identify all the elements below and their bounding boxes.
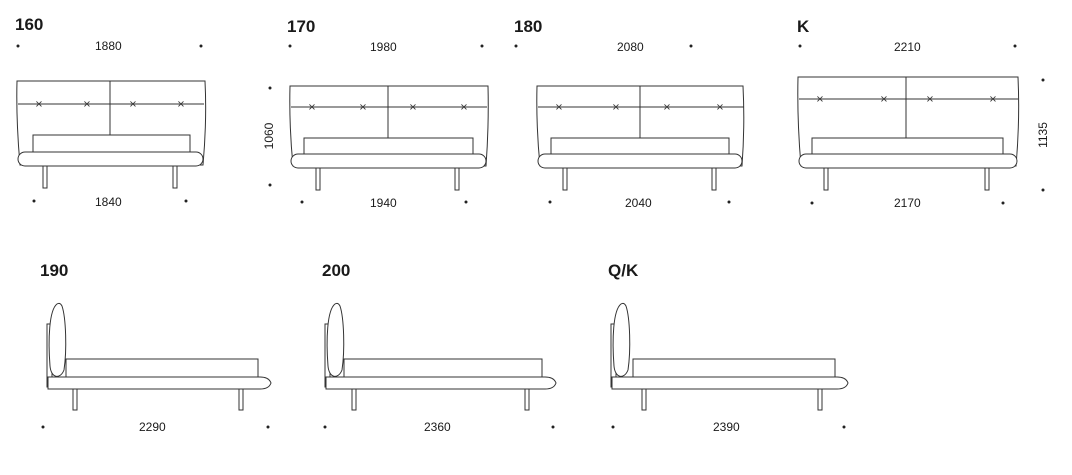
front-view-170: × × × × xyxy=(268,44,489,204)
bed-leg xyxy=(42,165,48,189)
dim-marker xyxy=(810,201,814,205)
dim-marker xyxy=(514,44,518,48)
mattress xyxy=(550,137,730,157)
headboard-cushion xyxy=(326,302,345,377)
bed-leg xyxy=(238,388,244,411)
tuft-mark: × xyxy=(555,102,563,113)
side-view-190 xyxy=(41,302,272,429)
bed-leg xyxy=(315,167,321,191)
bed-frame-base xyxy=(537,153,743,169)
tuft-mark: × xyxy=(926,94,934,105)
size-label-160: 160 xyxy=(15,15,44,34)
dim-marker xyxy=(551,425,555,429)
size-label-k: K xyxy=(797,17,810,36)
front-view-k: × × × × xyxy=(797,44,1045,205)
tuft-mark: × xyxy=(35,99,43,110)
tuft-mark: × xyxy=(129,99,137,110)
mattress xyxy=(303,137,474,157)
dim-marker xyxy=(268,86,272,90)
bed-leg xyxy=(823,167,829,191)
bed-leg xyxy=(524,388,530,411)
bed-leg xyxy=(454,167,460,191)
dim-marker xyxy=(41,425,45,429)
tuft-mark: × xyxy=(308,102,316,113)
dim-marker xyxy=(689,44,693,48)
side-view-qk xyxy=(610,302,849,429)
bed-leg xyxy=(641,388,647,411)
bed-frame-base xyxy=(611,376,849,390)
tuft-mark: × xyxy=(716,102,724,113)
tuft-mark: × xyxy=(989,94,997,105)
dim-marker xyxy=(1041,188,1045,192)
bed-frame-base xyxy=(325,376,557,390)
dim-marker xyxy=(32,199,36,203)
dim-marker xyxy=(184,199,188,203)
bed-frame-base xyxy=(798,153,1018,169)
dim-marker xyxy=(288,44,292,48)
mattress xyxy=(343,358,543,378)
dim-marker xyxy=(464,200,468,204)
bed-leg xyxy=(711,167,717,191)
dim-marker xyxy=(268,183,272,187)
dim-marker xyxy=(798,44,802,48)
tuft-mark: × xyxy=(663,102,671,113)
length-qk: 2390 xyxy=(713,420,740,434)
size-label-190: 190 xyxy=(40,261,69,280)
bed-leg xyxy=(351,388,357,411)
mattress xyxy=(632,358,836,378)
dim-marker xyxy=(548,200,552,204)
headboard-cushion xyxy=(48,302,67,377)
bed-leg xyxy=(72,388,78,411)
dim-marker xyxy=(1041,78,1045,82)
mattress xyxy=(65,358,259,378)
bed-frame-base xyxy=(17,151,204,167)
top-width-180: 2080 xyxy=(617,40,644,54)
dim-marker xyxy=(1013,44,1017,48)
dim-marker xyxy=(323,425,327,429)
bed-leg xyxy=(172,165,178,189)
tuft-mark: × xyxy=(83,99,91,110)
tuft-mark: × xyxy=(816,94,824,105)
dim-marker xyxy=(611,425,615,429)
size-label-qk: Q/K xyxy=(608,261,639,280)
bottom-width-170: 1940 xyxy=(370,196,397,210)
bed-frame-base xyxy=(47,376,272,390)
bottom-width-180: 2040 xyxy=(625,196,652,210)
tuft-mark: × xyxy=(612,102,620,113)
tuft-mark: × xyxy=(880,94,888,105)
bottom-width-k: 2170 xyxy=(894,196,921,210)
size-label-200: 200 xyxy=(322,261,351,280)
dim-marker xyxy=(266,425,270,429)
size-label-180: 180 xyxy=(514,17,543,36)
top-width-160: 1880 xyxy=(95,39,122,53)
tuft-mark: × xyxy=(460,102,468,113)
bed-leg xyxy=(817,388,823,411)
tuft-mark: × xyxy=(409,102,417,113)
front-view-160: × × × × xyxy=(16,44,207,203)
side-view-200 xyxy=(323,302,557,429)
bed-frame-base xyxy=(290,153,487,169)
size-label-170: 170 xyxy=(287,17,316,36)
tuft-mark: × xyxy=(177,99,185,110)
length-200: 2360 xyxy=(424,420,451,434)
mattress xyxy=(811,137,1004,157)
headboard-cushion xyxy=(612,302,631,377)
top-width-k: 2210 xyxy=(894,40,921,54)
top-width-170: 1980 xyxy=(370,40,397,54)
tuft-mark: × xyxy=(359,102,367,113)
dim-marker xyxy=(842,425,846,429)
mattress xyxy=(32,134,191,154)
length-190: 2290 xyxy=(139,420,166,434)
front-view-180: × × × × xyxy=(514,44,745,204)
dim-marker xyxy=(16,44,20,48)
dim-marker xyxy=(199,44,203,48)
bed-leg xyxy=(984,167,990,191)
bed-leg xyxy=(562,167,568,191)
dim-marker xyxy=(300,200,304,204)
dim-marker xyxy=(1001,201,1005,205)
dim-marker xyxy=(727,200,731,204)
bottom-width-160: 1840 xyxy=(95,195,122,209)
dim-marker xyxy=(480,44,484,48)
